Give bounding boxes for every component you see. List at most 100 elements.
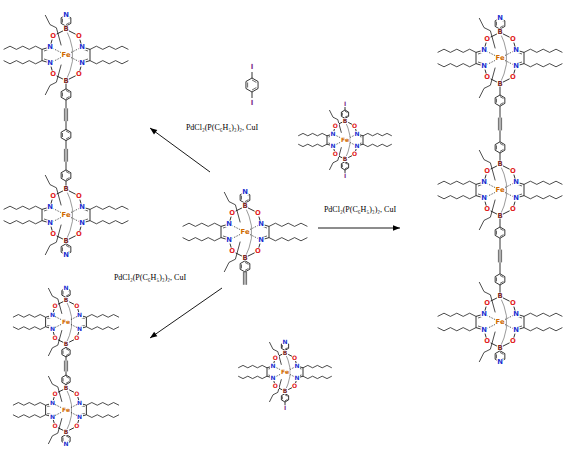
atom-label: N <box>330 143 336 149</box>
atom-label: B <box>63 237 69 244</box>
atom-label: N <box>47 44 54 51</box>
atom-label: N <box>513 47 520 54</box>
alkyl-chain <box>269 342 281 365</box>
atom-label: N <box>77 400 83 406</box>
atom-label: O <box>254 248 261 255</box>
atom-label: N <box>79 204 86 211</box>
bond-line <box>476 316 477 327</box>
bond-line <box>504 174 506 184</box>
atom-label: O <box>509 167 516 174</box>
atom-label: O <box>352 151 358 157</box>
bond-line <box>504 306 506 316</box>
bond-line <box>245 262 248 264</box>
atom-label: O <box>52 335 58 341</box>
benzene-ring <box>61 170 71 181</box>
alkyl-chain <box>45 65 61 95</box>
atom-label: B <box>282 350 288 356</box>
atom-label: B <box>63 429 69 435</box>
bond-line <box>66 361 67 372</box>
alkyl-chain <box>329 147 341 170</box>
atom-label: N <box>77 312 83 318</box>
bond-line <box>345 111 348 113</box>
atom-label: N <box>481 195 488 202</box>
atom-label: B <box>63 385 69 391</box>
alkyl-chain <box>183 223 221 226</box>
alkyl-chain <box>86 403 119 406</box>
bond-line <box>504 328 506 338</box>
atom-label: B <box>497 29 503 36</box>
bond-line <box>363 136 364 144</box>
atom-label: I <box>283 405 286 411</box>
atom-label: I <box>343 101 346 107</box>
alkyl-chain <box>524 49 562 52</box>
atom-label: O <box>50 32 57 39</box>
bond-line <box>342 113 343 116</box>
atom-label: N <box>77 326 83 332</box>
alkyl-chain <box>4 206 42 209</box>
atom-label: O <box>74 423 80 429</box>
alkyl-chain <box>224 192 240 222</box>
alkyl-chain <box>363 133 392 135</box>
atom-label: O <box>229 209 236 216</box>
bond-line <box>66 294 69 296</box>
atom-label: N <box>270 375 276 381</box>
bond-line <box>64 108 65 121</box>
atom-label: N <box>258 221 265 228</box>
atom-label: O <box>50 71 57 78</box>
bond-line <box>500 149 503 151</box>
atom-label: N <box>354 143 360 149</box>
bond-line <box>62 133 63 137</box>
alkyl-chain <box>524 328 562 331</box>
atom-label: O <box>484 35 491 42</box>
bond-line <box>66 354 69 356</box>
atom-label: Fe <box>61 212 71 219</box>
bond-line <box>345 167 348 169</box>
alkyl-chain <box>269 223 307 226</box>
bond-line <box>64 149 65 162</box>
bond-line <box>72 49 73 62</box>
alkyl-chain <box>45 225 61 255</box>
alkyl-chain <box>479 18 495 48</box>
alkyl-chain <box>13 415 46 418</box>
alkyl-chain <box>479 200 495 230</box>
bond-line <box>500 275 503 277</box>
atom-label: O <box>52 391 58 397</box>
bond-line <box>70 221 72 231</box>
bond-line <box>64 361 65 372</box>
alkyl-chain <box>45 15 61 45</box>
benzene-ring <box>61 129 71 140</box>
bond-line <box>269 226 270 237</box>
bond-line <box>62 92 63 96</box>
atom-label: N <box>481 63 488 70</box>
bond-line <box>476 52 477 63</box>
atom-label: O <box>484 206 491 213</box>
bond-line <box>243 272 244 285</box>
atom-label: O <box>509 35 516 42</box>
bond-line <box>249 238 251 248</box>
atom-label: N <box>481 311 488 318</box>
bond-line <box>252 92 253 98</box>
bond-line <box>500 238 501 249</box>
bond-line <box>498 250 499 263</box>
atom-label: O <box>75 192 82 199</box>
bond-line <box>345 163 348 165</box>
bond-line <box>501 250 502 263</box>
bond-line <box>342 164 343 167</box>
bond-line <box>72 209 73 222</box>
bond-line <box>500 103 503 105</box>
alkyl-chain <box>4 46 42 49</box>
atom-label: N <box>294 375 300 381</box>
bond-line <box>246 272 247 285</box>
bond-line <box>150 128 210 172</box>
bond-line <box>66 436 69 438</box>
atom-label: N <box>242 189 249 196</box>
atom-label: I <box>250 100 254 107</box>
bond-line <box>285 395 288 397</box>
reaction-arrowhead <box>150 332 157 338</box>
atom-label: N <box>481 327 488 334</box>
atom-label: B <box>63 297 69 303</box>
bond-line <box>476 184 477 195</box>
bond-line <box>66 137 69 139</box>
atom-label: Fe <box>281 369 290 375</box>
